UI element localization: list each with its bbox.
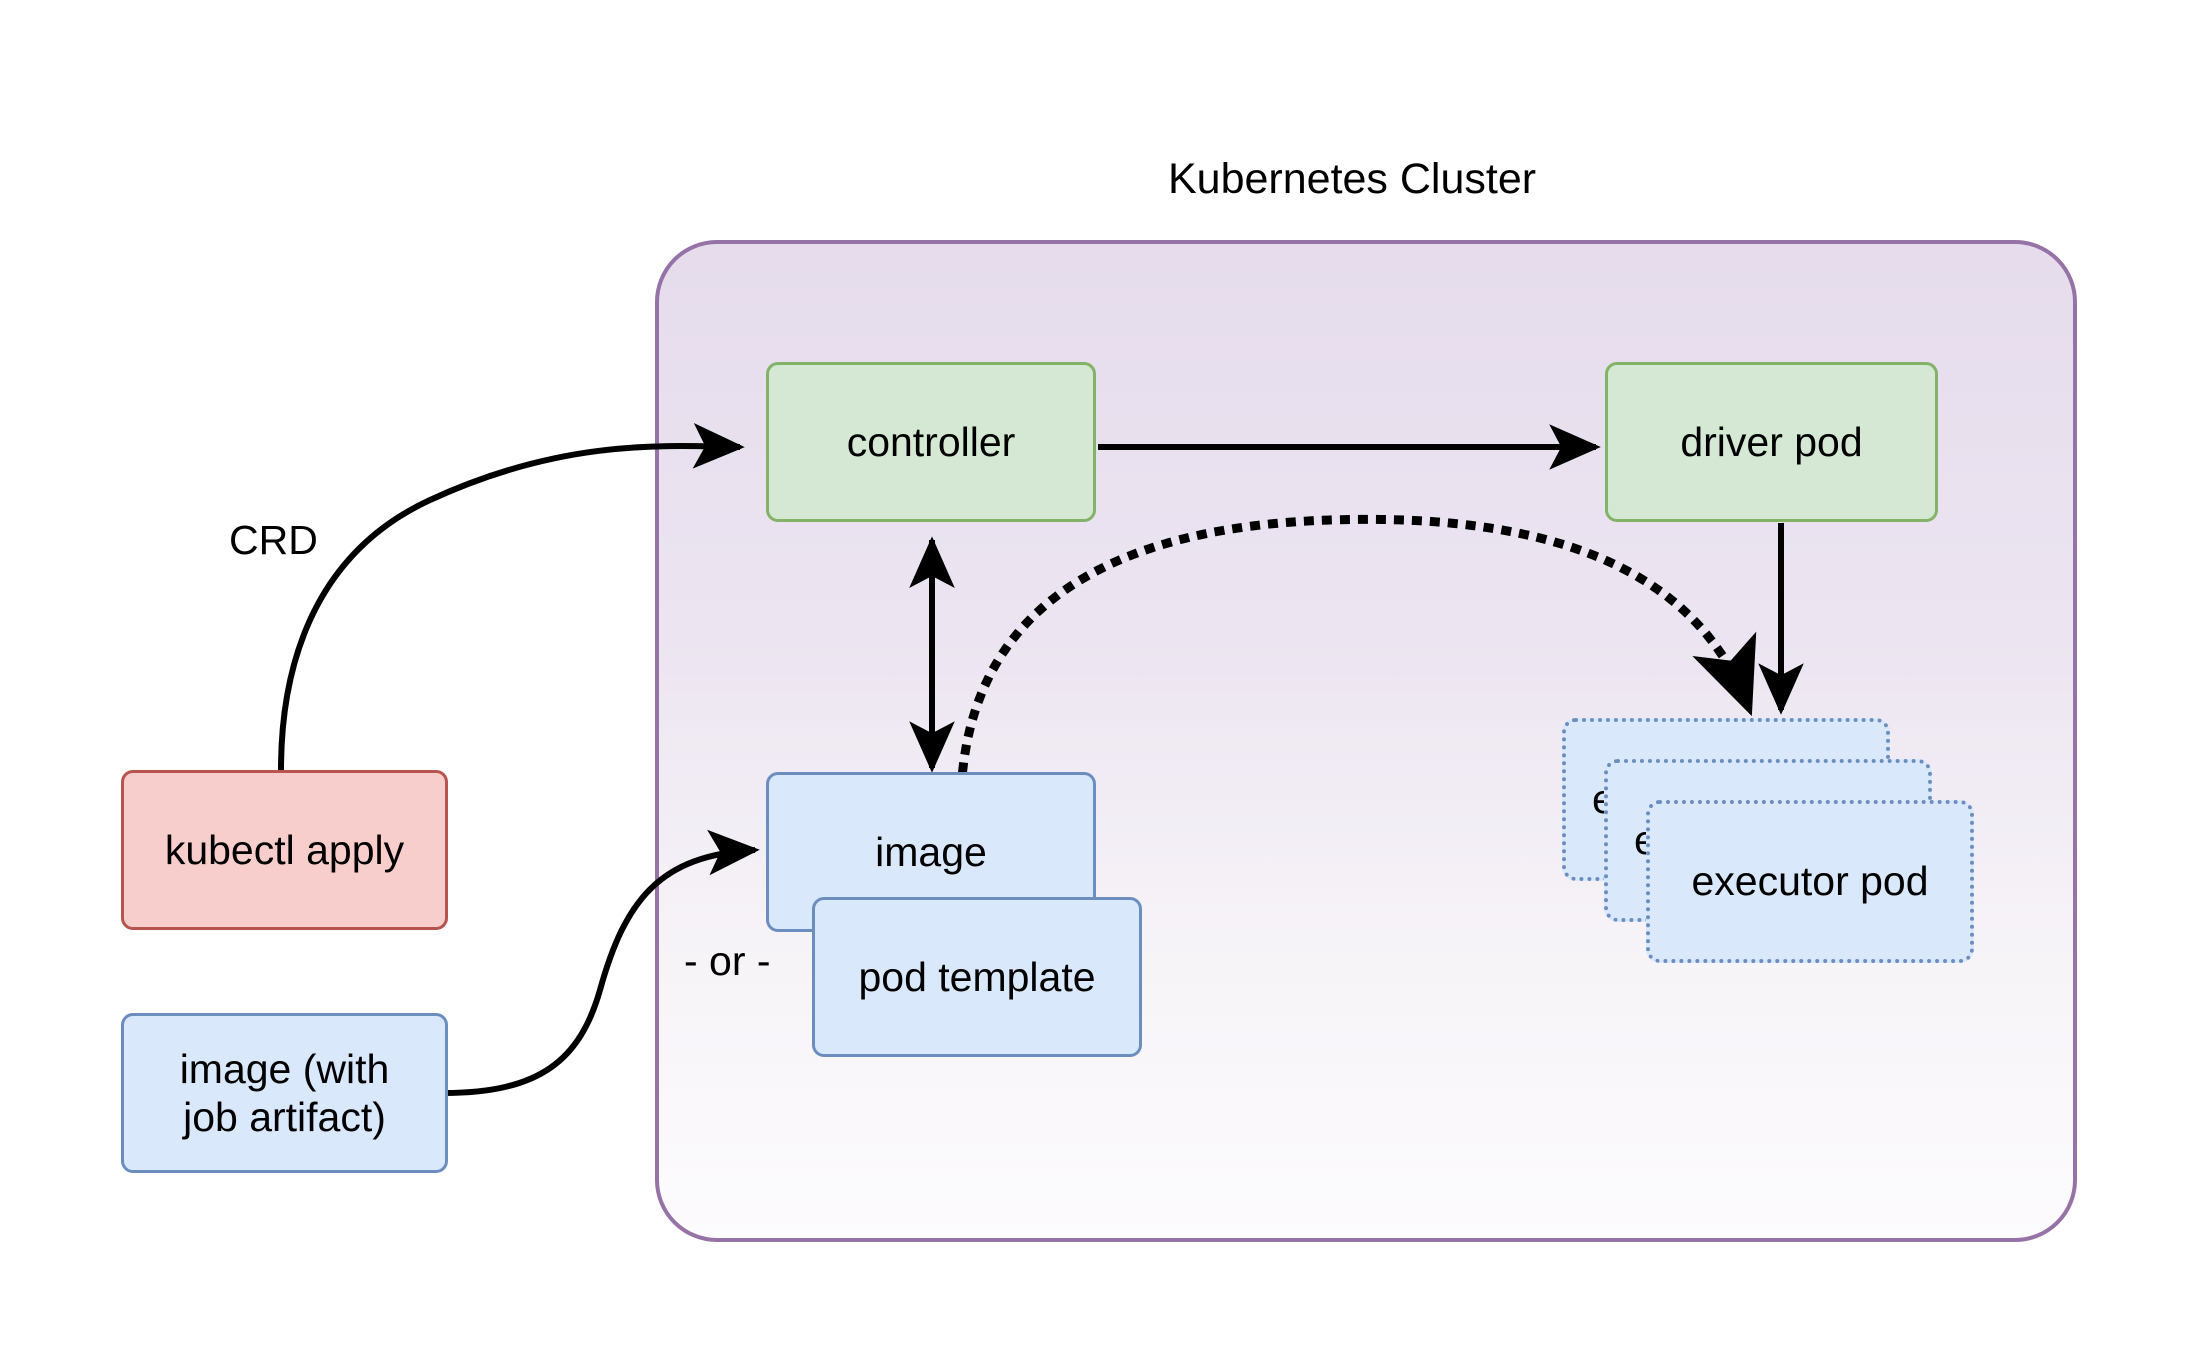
node-controller-label: controller <box>846 418 1016 465</box>
edge-label-or: - or - <box>684 938 771 984</box>
node-kubectl-apply[interactable]: kubectl apply <box>121 770 448 930</box>
node-executor-pod-front-label: executor pod <box>1691 858 1929 905</box>
edge-label-crd: CRD <box>229 517 318 563</box>
node-executor-pod-front[interactable]: executor pod <box>1646 800 1974 963</box>
node-kubectl-apply-label: kubectl apply <box>164 826 405 873</box>
node-controller[interactable]: controller <box>766 362 1096 522</box>
cluster-title: Kubernetes Cluster <box>1168 155 1537 203</box>
node-driver-pod[interactable]: driver pod <box>1605 362 1938 522</box>
node-image-label: image <box>875 828 987 875</box>
node-image-with-job-artifact-label-line2: job artifact) <box>183 1094 386 1140</box>
node-image-with-job-artifact[interactable]: image (with job artifact) <box>121 1013 448 1173</box>
node-image-with-job-artifact-label-line1: image (with <box>179 1045 390 1092</box>
node-pod-template[interactable]: pod template <box>812 897 1142 1057</box>
node-pod-template-label: pod template <box>858 953 1096 1000</box>
node-driver-pod-label: driver pod <box>1680 418 1863 465</box>
